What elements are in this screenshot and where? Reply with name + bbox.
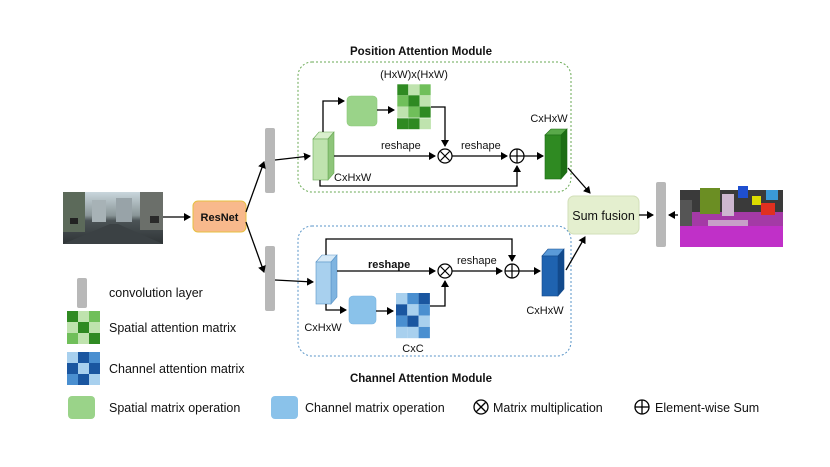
- pam-multiply-operator: [437, 148, 453, 164]
- pam-feature-block: [312, 131, 335, 181]
- pam-spatial-attention-matrix: [396, 83, 432, 130]
- position-attention-frame: [297, 61, 572, 193]
- pam-feature-dim: CxHxW: [334, 172, 372, 184]
- cam-matrix-dim: CxC: [402, 343, 423, 355]
- legend-spatial-op-swatch: [68, 396, 95, 419]
- legend-sum-icon: [634, 399, 650, 415]
- connectors: [163, 97, 678, 315]
- cam-multiply-operator: [437, 263, 453, 279]
- input-street-image: [63, 192, 163, 244]
- pam-sum-operator: [509, 148, 525, 164]
- channel-module-title: Channel Attention Module: [350, 373, 492, 385]
- legend-multiply-label: Matrix multiplication: [493, 401, 603, 415]
- legend-channel-op-label: Channel matrix operation: [305, 401, 445, 415]
- cam-feature-dim: CxHxW: [304, 322, 342, 334]
- resnet-block: [192, 200, 247, 233]
- cam-reshape-label-2: reshape: [457, 255, 497, 267]
- legend-spatial-op-label: Spatial matrix operation: [109, 401, 240, 415]
- cam-reshape-label-1: reshape: [368, 259, 410, 271]
- cam-channel-operation: [348, 295, 377, 325]
- cam-output-dim: CxHxW: [526, 305, 564, 317]
- cam-sum-operator: [504, 263, 520, 279]
- pam-output-dim: CxHxW: [530, 113, 568, 125]
- sum-fusion-label: Sum fusion: [572, 209, 635, 223]
- legend-conv-label: convolution layer: [109, 286, 203, 300]
- legend-conv-swatch: [77, 278, 87, 308]
- cam-conv-layer: [265, 246, 275, 311]
- legend-channel-matrix-swatch: [67, 352, 100, 385]
- resnet-label: ResNet: [201, 212, 239, 224]
- position-module-title: Position Attention Module: [350, 46, 492, 58]
- legend-sum-label: Element-wise Sum: [655, 401, 759, 415]
- pam-spatial-operation: [346, 95, 378, 127]
- legend: convolution layer Spatial attention matr…: [67, 278, 759, 419]
- channel-attention-frame: [297, 225, 572, 357]
- cam-output-block: [541, 248, 565, 297]
- cam-channel-attention-matrix: [396, 293, 430, 339]
- legend-spatial-matrix-swatch: [67, 311, 100, 344]
- legend-channel-matrix-label: Channel attention matrix: [109, 362, 245, 376]
- legend-channel-op-swatch: [271, 396, 298, 419]
- pam-reshape-label-1: reshape: [381, 140, 421, 152]
- cam-feature-block: [315, 254, 338, 305]
- pam-matrix-dim: (HxW)x(HxW): [380, 69, 448, 81]
- output-segmentation-map: [680, 186, 783, 247]
- pam-conv-layer: [265, 128, 275, 193]
- legend-spatial-matrix-label: Spatial attention matrix: [109, 321, 237, 335]
- pam-output-block: [544, 128, 568, 180]
- legend-multiply-icon: [473, 399, 489, 415]
- fusion-conv-layer: [656, 182, 666, 247]
- pam-reshape-label-2: reshape: [461, 140, 501, 152]
